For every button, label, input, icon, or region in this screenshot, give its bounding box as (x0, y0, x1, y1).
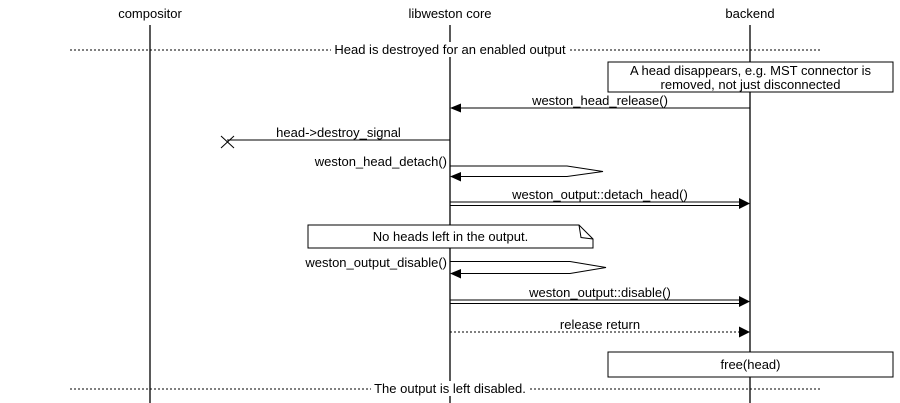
box-free-head (607, 351, 894, 378)
divider-bottom-text: The output is left disabled. (371, 381, 529, 396)
note-fold-corner (578, 224, 594, 240)
participant-label-compositor: compositor (118, 6, 182, 21)
msg-head-detach-self-loop (450, 165, 604, 177)
note-box-head-disappears (607, 61, 894, 93)
msg-label-head-destroy-signal: head->destroy_signal (276, 125, 401, 140)
divider-bottom-label: The output is left disabled. (0, 381, 900, 396)
participant-label-libweston-core: libweston core (408, 6, 492, 21)
msg-detach-head-arrowhead (739, 198, 750, 209)
note-head-disappears-text-line2: removed, not just disconnected (660, 77, 841, 92)
divider-top-text: Head is destroyed for an enabled output (331, 42, 569, 57)
msg-head-detach-arrowhead (450, 172, 461, 182)
msg-label-weston-head-release: weston_head_release() (532, 93, 668, 108)
msg-label-weston-output-disable-method: weston_output::disable() (529, 285, 671, 300)
msg-label-release-return: release return (559, 317, 641, 332)
msg-output-disable-self-loop (450, 261, 607, 274)
msg-label-weston-output-detach-head: weston_output::detach_head() (512, 187, 688, 202)
note-no-heads-left (307, 224, 594, 249)
participant-label-backend: backend (725, 6, 775, 21)
box-free-head-text: free(head) (720, 357, 781, 372)
note-no-heads-left-text: No heads left in the output. (372, 229, 529, 244)
msg-release-return-arrowhead (739, 326, 750, 338)
msg-output-disable-arrowhead (450, 269, 461, 279)
note-head-disappears-text-line1: A head disappears, e.g. MST connector is (629, 63, 872, 78)
msg-disable-arrowhead (739, 296, 750, 307)
msg-label-weston-head-detach: weston_head_detach() (314, 154, 447, 169)
msg-head-release-arrowhead-left (450, 103, 461, 113)
msg-label-weston-output-disable-call: weston_output_disable() (305, 255, 447, 270)
lost-message-x-stroke2 (220, 135, 235, 149)
divider-top-label: Head is destroyed for an enabled output (0, 42, 900, 57)
